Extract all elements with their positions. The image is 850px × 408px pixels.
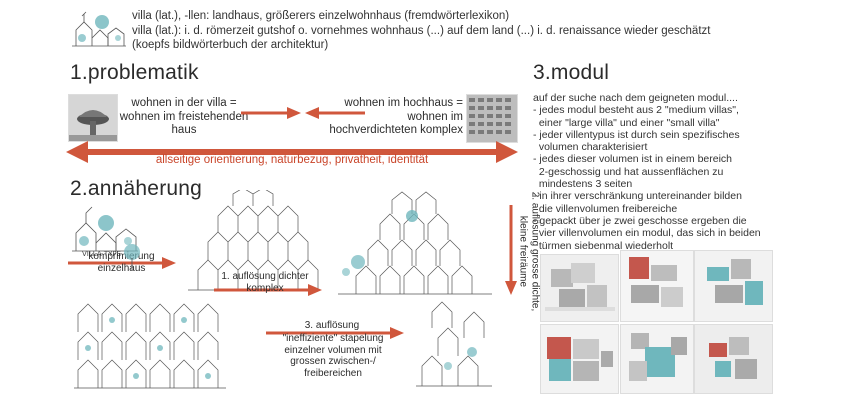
modul-item: 2-geschossig und hat aussenflächen zu: [533, 165, 724, 178]
villa-photo: [68, 94, 118, 142]
arrow-aufloesung-1: [214, 284, 322, 296]
modul-item: - jedes dieser volumen ist in einem bere…: [533, 153, 733, 166]
section-title-problematik: 1.problematik: [70, 61, 199, 84]
model-photo-1: [540, 254, 619, 322]
header-line-2: villa (lat.): i. d. römerzeit gutshof o.…: [132, 24, 711, 37]
section-title-annaeherung: 2.annäherung: [70, 177, 203, 200]
hochhaus-text: wohnen im hochhaus = wohnen im hochverdi…: [329, 97, 463, 136]
aufloesung-3-text: "ineffiziente" stapelung einzelner volum…: [282, 333, 384, 379]
modul-item: volumen charakterisiert: [533, 141, 648, 154]
stacked-grid-sketch: [70, 296, 230, 392]
arrow-right-villa: [241, 107, 301, 119]
aufloesung-1-text: 1. auflösung dichter komplex: [221, 271, 309, 294]
modul-intro: auf der suche nach dem geigneten modul..…: [533, 92, 738, 104]
model-photo-2: [620, 250, 694, 322]
modul-item: türmen siebenmal wiederholt: [533, 239, 674, 252]
villa-type-label: VILLA TYPE: [82, 250, 122, 258]
villa-text: wohnen in der villa = wohnen im freisteh…: [119, 97, 249, 136]
villa-type-sketch: VILLA TYPE: [70, 203, 140, 261]
komprimierung-text: komprimierung einzelhaus: [88, 251, 155, 274]
header-villa-sketch-icon: [70, 8, 128, 48]
loose-stacking-sketch: [412, 296, 496, 390]
section-title-modul: 3.modul: [533, 61, 610, 84]
banner-text: allseitige orientierung, naturbezug, pri…: [155, 154, 429, 166]
modul-item: die villenvolumen freibereiche: [533, 202, 678, 215]
modul-item: - gepackt über je zwei geschosse ergeben…: [533, 214, 747, 227]
arrow-left-hochhaus: [305, 107, 365, 119]
header-line-3: (koepfs bildwörterbuch der architektur): [132, 39, 329, 51]
stacked-pyramid-sketch: [328, 186, 498, 298]
double-arrow-banner: [66, 141, 518, 163]
modul-item: - in ihrer verschränkung untereinander b…: [533, 190, 742, 203]
modul-description: auf der suche nach dem geigneten modul..…: [533, 92, 833, 252]
header-line-1: villa (lat.), -llen: landhaus, größerers…: [132, 10, 510, 22]
arrow-aufloesung-2: [505, 205, 517, 295]
arrow-aufloesung-3: [266, 327, 404, 339]
modul-item: mindestens 3 seiten: [533, 178, 633, 191]
modul-item: vier villenvolumen ein modul, das sich i…: [533, 227, 761, 240]
hochhaus-photo: [466, 94, 518, 143]
arrow-komprimierung: [68, 257, 176, 269]
header-definitions: villa (lat.), -llen: landhaus, größerers…: [132, 9, 842, 53]
tree-sketch: [112, 242, 152, 270]
model-photo-4: [540, 324, 619, 394]
model-photo-6: [694, 324, 773, 394]
aufloesung-3-title: 3. auflösung: [304, 320, 360, 331]
model-photo-5: [620, 324, 694, 394]
modul-item: - jedes modul besteht aus 2 "medium vill…: [533, 104, 739, 117]
modul-item: einer "large villa" und einer "small vil…: [533, 116, 720, 129]
model-photo-3: [694, 250, 773, 322]
modul-item: - jeder villentypus ist durch sein spezi…: [533, 128, 740, 141]
